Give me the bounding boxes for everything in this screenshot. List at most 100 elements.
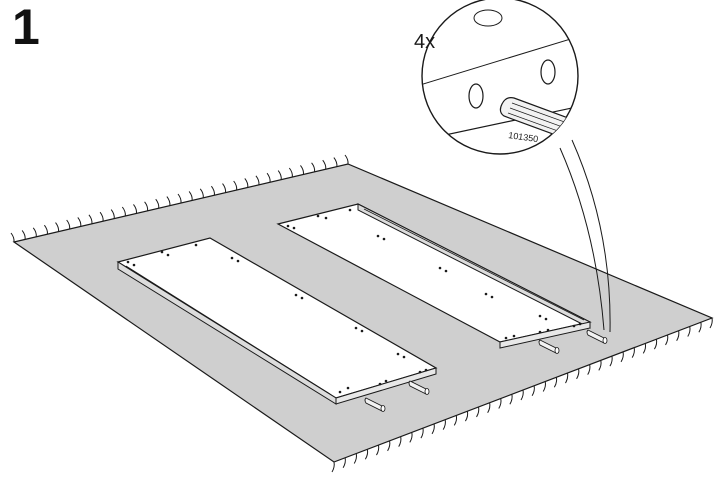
hole-icon [473,9,503,27]
fringe-strand [166,196,171,206]
step-number: 1 [12,0,40,55]
fringe-strand [288,167,293,178]
detail-magnifier-circle: 101350 [421,0,579,155]
wooden-dowel-icon [538,339,560,354]
dowel-hole [382,237,386,241]
fringe-strand [642,343,647,354]
dowel-hole [126,260,130,264]
fringe-strand [222,183,227,193]
fringe-strand [66,219,71,230]
fringe-strand [322,159,327,170]
rug-fringe [10,154,713,473]
fringe-strand [609,356,613,367]
panel-left-holes [126,243,428,394]
dowel-hole [294,293,298,297]
panel-right-end-edge [499,321,591,349]
dowel-hole [286,224,290,228]
dowel-hole [438,266,442,270]
dowel-hole [544,317,548,321]
dowel-hole [546,328,550,332]
fringe-strand [653,339,658,350]
fringe-strand [376,444,380,456]
fringe-strand [364,449,369,460]
dowel-hole [166,253,170,257]
fringe-strand [110,209,115,219]
wooden-dowel-icon [364,397,386,412]
dowel-hole [360,329,364,333]
dowel-hole [418,370,422,374]
fringe-strand [431,423,435,435]
dowel-hole [376,234,380,238]
dowel-hole [346,386,350,390]
fringe-strand [77,217,82,227]
dowel-hole [292,226,296,230]
dowel-hole [484,292,488,296]
fringe-strand [598,360,602,371]
fringe-strand [665,334,669,346]
dowel-hole [490,295,494,299]
dowel-hole [316,214,320,218]
dowel-hole [504,336,508,340]
fringe-strand [188,191,193,201]
quantity-label: 4x [414,31,435,53]
wooden-dowel-icon [408,380,430,395]
fringe-strand [464,411,469,422]
fringe-strand [453,415,458,426]
rug [10,154,714,473]
fringe-strand [244,178,249,188]
fringe-strand [44,224,48,235]
fringe-strand [498,398,502,409]
dowel-hole [396,352,400,356]
fringe-strand [99,211,104,222]
fringe-strand [587,364,591,375]
shelf-panel-right [276,203,608,354]
fringe-strand [420,428,424,439]
fringe-strand [687,326,691,337]
fringe-strand [277,170,282,180]
fringe-strand [387,440,391,452]
fringe-strand [331,461,335,473]
dowel-hole [236,259,240,263]
fringe-strand [144,201,149,211]
dowel-hole [384,379,388,383]
dowel-hole [424,368,428,372]
callout-leader [559,139,611,333]
fringe-strand [233,180,238,191]
dowel-hole [324,216,328,220]
panel-right-dowels [538,329,608,354]
part-number: 101350 [508,130,539,144]
dowel-hole [194,243,198,247]
fringe-strand [531,385,535,397]
fringe-strand [565,372,569,384]
fringe-strand [266,172,271,183]
dowel-hole [300,296,304,300]
fringe-strand [553,377,558,388]
fringe-strand [487,402,491,413]
fringe-strand [409,432,413,443]
fringe-strand [300,165,305,175]
fringe-strand [21,230,26,240]
fringe-strand [10,232,15,243]
wooden-dowel-icon [586,329,608,344]
fringe-strand [509,394,513,405]
panel-left-dowels [364,380,430,412]
dowel-hole [348,208,352,212]
fringe-strand [709,317,713,329]
dowel-hole [538,314,542,318]
fringe-strand [255,175,260,185]
fringe-strand [199,188,204,198]
fringe-strand [333,157,338,167]
fringe-strand [676,330,680,341]
fringe-strand [398,436,402,447]
hole-icon [468,83,484,109]
fringe-strand [520,389,524,401]
dowel-hole [160,250,164,254]
panel-left-groove [125,265,331,395]
fringe-strand [698,322,702,333]
dowel-hole [338,390,342,394]
fringe-strand [133,204,138,214]
fringe-strand [211,185,215,196]
fringe-strand [620,351,624,363]
fringe-strand [576,368,580,380]
